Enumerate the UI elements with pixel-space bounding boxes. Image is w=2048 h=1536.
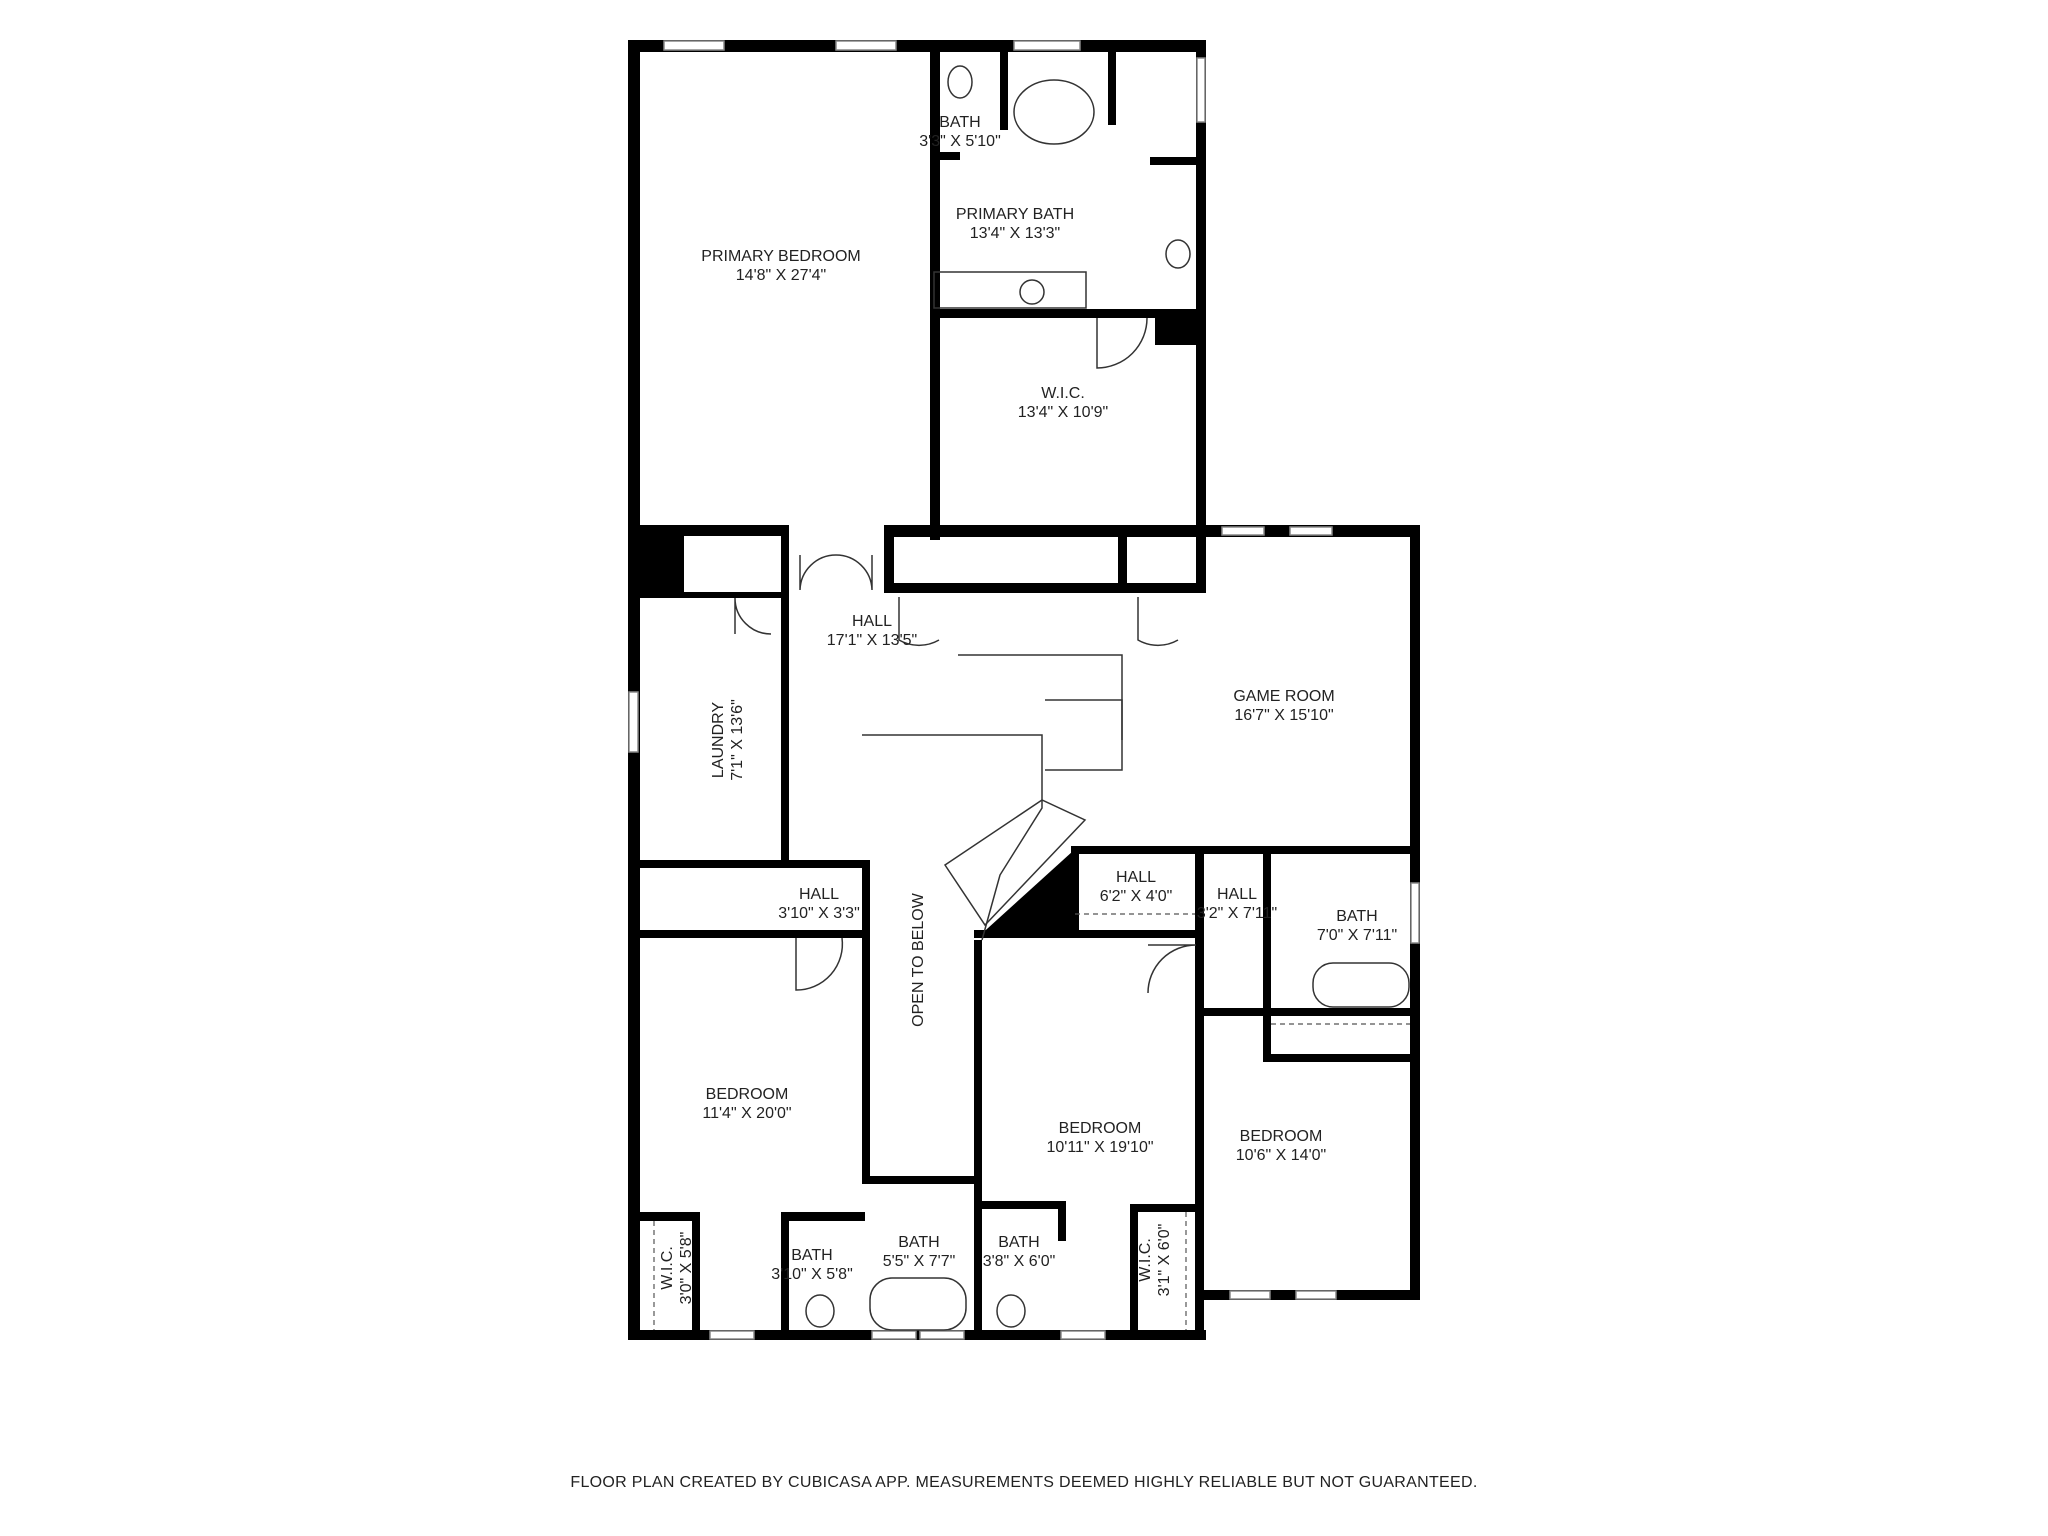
room-name: LAUNDRY — [710, 702, 727, 779]
room-name: BATH — [898, 1234, 939, 1251]
room-name: PRIMARY BEDROOM — [701, 248, 860, 265]
room-dims: 5'5" X 7'7" — [883, 1253, 956, 1270]
room-name: HALL — [1217, 886, 1257, 903]
walls — [628, 40, 1420, 1340]
room-name: BEDROOM — [1059, 1120, 1142, 1137]
room-labels: PRIMARY BEDROOM 14'8" X 27'4" BATH 3'3" … — [659, 114, 1397, 1304]
room-dims: 3'2" X 7'11" — [1197, 905, 1277, 922]
room-dims: 3'8" X 6'0" — [983, 1253, 1056, 1270]
room-dims: 10'6" X 14'0" — [1236, 1147, 1326, 1164]
room-dims: 16'7" X 15'10" — [1234, 707, 1333, 724]
room-name: BATH — [939, 114, 980, 131]
room-dims: 3'10" X 5'8" — [771, 1266, 853, 1283]
windows — [628, 40, 1420, 1340]
room-name: BEDROOM — [1240, 1128, 1323, 1145]
room-dims: 13'4" X 10'9" — [1018, 404, 1108, 421]
room-name: BATH — [791, 1247, 832, 1264]
room-dims: 13'4" X 13'3" — [970, 225, 1060, 242]
room-name: BEDROOM — [706, 1086, 789, 1103]
room-name: OPEN TO BELOW — [910, 892, 927, 1027]
doors-and-fixtures — [653, 65, 1410, 1331]
disclaimer-footer: FLOOR PLAN CREATED BY CUBICASA APP. MEAS… — [570, 1474, 1478, 1491]
room-name: W.I.C. — [1137, 1238, 1154, 1282]
room-dims: 11'4" X 20'0" — [702, 1105, 791, 1122]
room-name: W.I.C. — [1041, 385, 1085, 402]
room-name: HALL — [852, 613, 892, 630]
room-name: BATH — [1336, 908, 1377, 925]
room-dims: 3'3" X 5'10" — [919, 133, 1001, 150]
room-name: PRIMARY BATH — [956, 206, 1074, 223]
room-name: HALL — [799, 886, 839, 903]
room-dims: 14'8" X 27'4" — [736, 267, 826, 284]
room-dims: 17'1" X 13'5" — [827, 632, 917, 649]
room-dims: 3'1" X 6'0" — [1156, 1224, 1173, 1297]
room-name: W.I.C. — [659, 1246, 676, 1290]
room-name: HALL — [1116, 869, 1156, 886]
room-dims: 7'0" X 7'11" — [1317, 927, 1397, 944]
room-dims: 6'2" X 4'0" — [1100, 888, 1173, 905]
room-name: BATH — [998, 1234, 1039, 1251]
room-dims: 7'1" X 13'6" — [729, 699, 746, 781]
room-dims: 3'0" X 5'8" — [678, 1232, 695, 1305]
room-name: GAME ROOM — [1233, 688, 1334, 705]
room-dims: 3'10" X 3'3" — [778, 905, 860, 922]
room-dims: 10'11" X 19'10" — [1046, 1139, 1153, 1156]
